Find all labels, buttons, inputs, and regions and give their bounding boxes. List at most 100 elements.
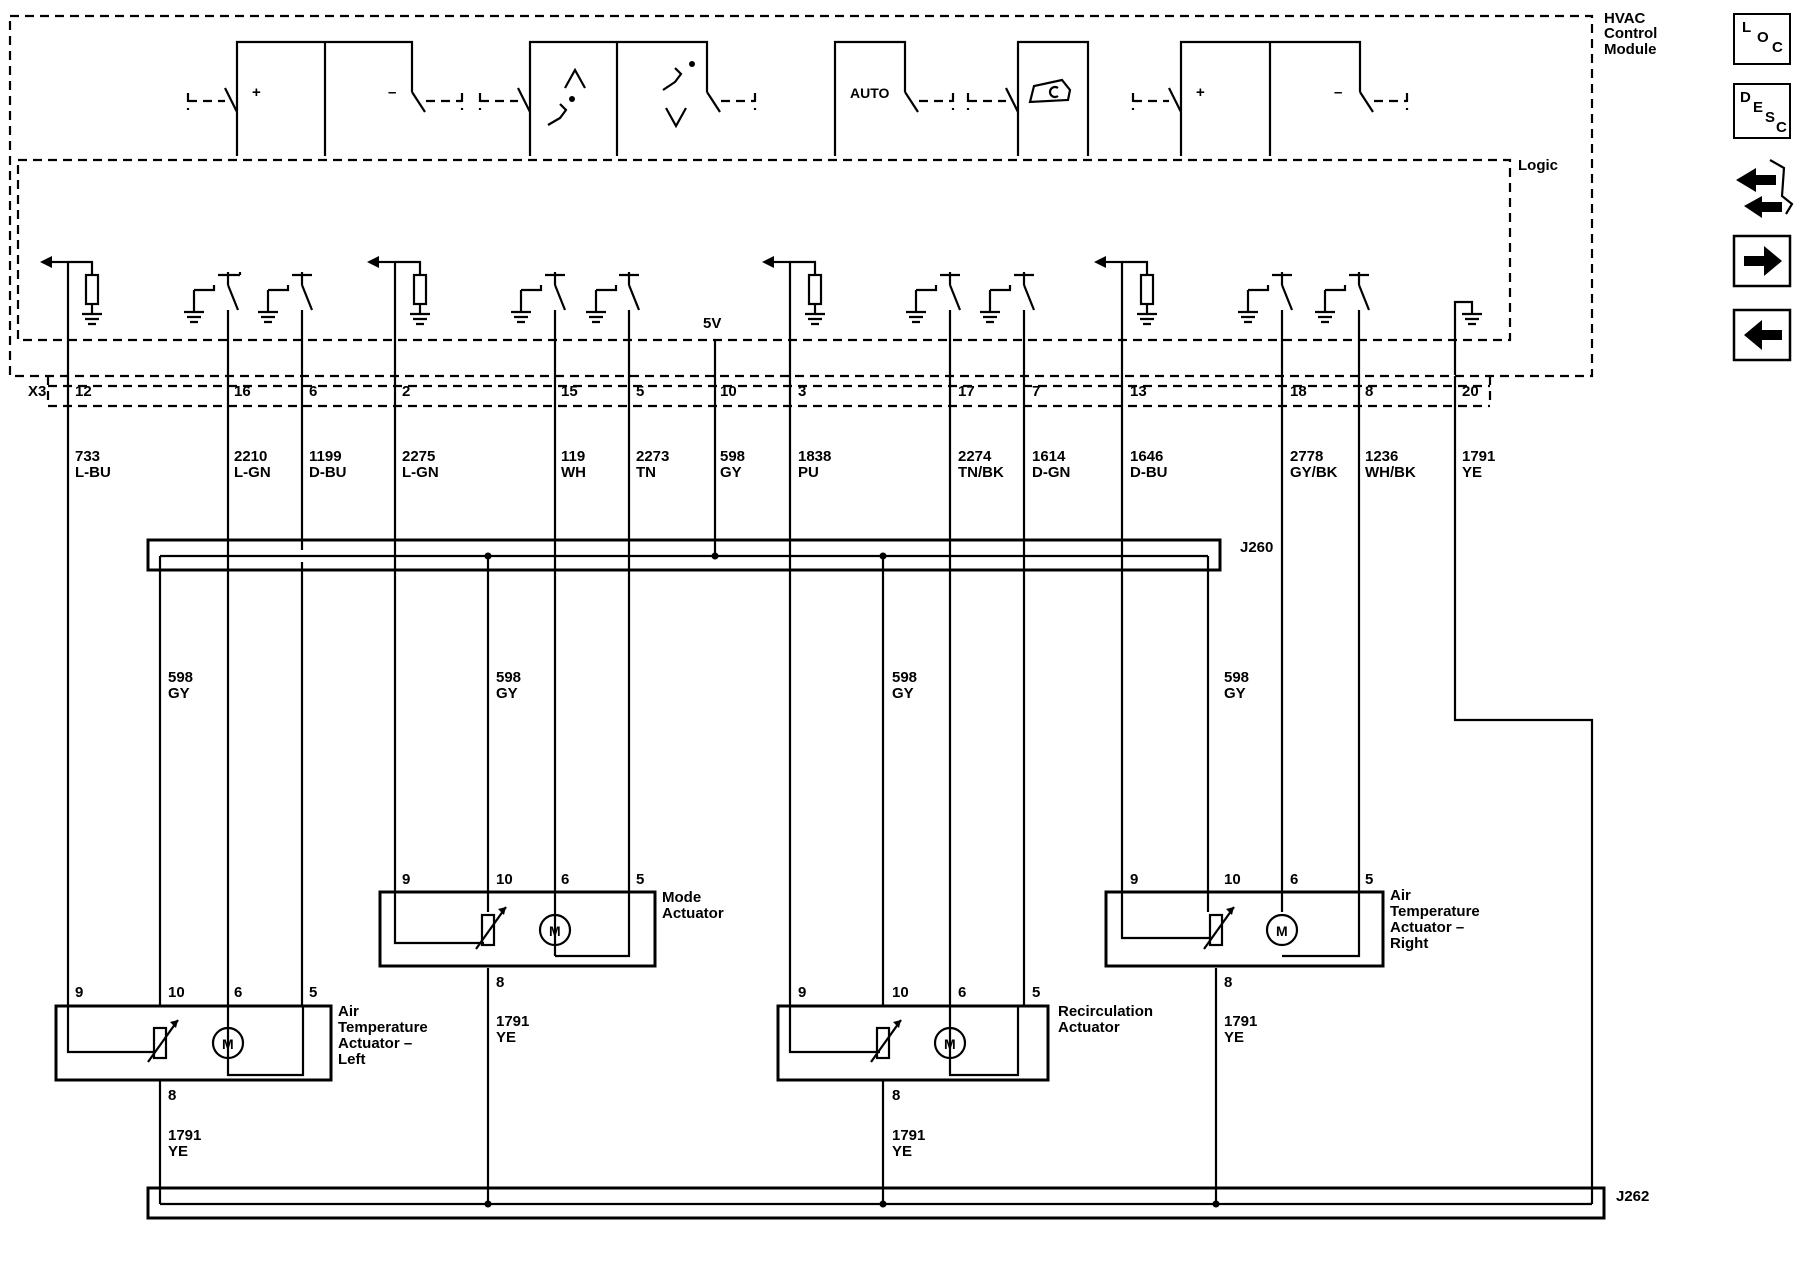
wire-circuit-label: 1236 <box>1365 448 1398 465</box>
actuator-pin-label: 10 <box>1224 871 1241 888</box>
splice-j260: J260 <box>146 538 1273 572</box>
actuator-pin-label: 8 <box>892 1087 900 1104</box>
wire-circuit-label: 1838 <box>798 448 831 465</box>
wire-circuit-label: 2210 <box>234 448 267 465</box>
left-temp-plus-label: + <box>252 84 261 101</box>
loc-letter: O <box>1757 29 1769 46</box>
recirculation-icon <box>1028 78 1072 104</box>
actuator-pin-label: 5 <box>1032 984 1040 1001</box>
actuator-name: Recirculation <box>1058 1003 1153 1020</box>
actuator-pin-label: 9 <box>402 871 410 888</box>
wire-color-label: YE <box>1224 1029 1244 1046</box>
actuator-pin-label: 5 <box>1365 871 1373 888</box>
actuator-name: Actuator – <box>338 1035 412 1052</box>
logic-input-switches <box>184 272 1482 375</box>
pin-label: 8 <box>1365 383 1373 400</box>
wire-color-label: D-BU <box>1130 464 1168 481</box>
ye-wire-labels: 1791 YE 1791 YE 1791 YE 1791 YE <box>168 1013 1257 1160</box>
desc-letter: D <box>1740 89 1751 106</box>
wire-color-label: GY <box>720 464 742 481</box>
pin-label: 15 <box>561 383 578 400</box>
switch-group-mode <box>478 40 757 156</box>
motor-icon <box>211 1026 245 1060</box>
previous-arrow-icon[interactable] <box>1732 308 1792 362</box>
module-title-line3: Module <box>1604 41 1657 58</box>
wire-circuit-label: 598 <box>1224 669 1249 686</box>
auto-button-label: AUTO <box>850 85 890 101</box>
actuator-pin-label: 9 <box>75 984 83 1001</box>
actuator-recirculation: 9 10 6 5 8 M Recirculation Actuator <box>776 984 1153 1104</box>
pin-label: 10 <box>720 383 737 400</box>
mode-down-icon <box>662 61 695 129</box>
actuator-name: Actuator – <box>1390 919 1464 936</box>
motor-label: M <box>222 1036 234 1052</box>
wire-color-label: D-GN <box>1032 464 1070 481</box>
actuator-name: Right <box>1390 935 1428 952</box>
desc-letter: E <box>1753 99 1763 116</box>
actuator-pin-label: 9 <box>798 984 806 1001</box>
motor-label: M <box>549 923 561 939</box>
connector-x3-label: X3 <box>28 383 46 400</box>
actuator-pin-label: 8 <box>496 974 504 991</box>
pin-label: 6 <box>309 383 317 400</box>
pin-label: 7 <box>1032 383 1040 400</box>
motor-label: M <box>944 1036 956 1052</box>
wire-color-label: L-GN <box>234 464 271 481</box>
actuator-pin-label: 10 <box>496 871 513 888</box>
wire-color-label: TN/BK <box>958 464 1004 481</box>
pin-label: 16 <box>234 383 251 400</box>
wire-circuit-label: 2274 <box>958 448 992 465</box>
logic-label: Logic <box>1518 157 1558 174</box>
actuator-air-temp-left: 9 10 6 5 8 M Air Temperature Actuator – … <box>54 984 428 1104</box>
wire-color-label: WH <box>561 464 586 481</box>
pin-label: 18 <box>1290 383 1307 400</box>
connector-x3: X3 <box>28 376 1492 408</box>
wire-color-label: GY <box>496 685 518 702</box>
wire-circuit-label: 598 <box>892 669 917 686</box>
wire-circuit-label: 2778 <box>1290 448 1323 465</box>
wire-color-label: YE <box>496 1029 516 1046</box>
actuator-pin-label: 9 <box>1130 871 1138 888</box>
wire-circuit-label: 1791 <box>1462 448 1495 465</box>
wire-color-label: GY <box>168 685 190 702</box>
potentiometer-icon <box>1208 913 1224 947</box>
pin-label: 3 <box>798 383 806 400</box>
actuator-name: Air <box>338 1003 359 1020</box>
actuator-pin-label: 5 <box>309 984 317 1001</box>
pin-labels: 12 16 6 2 15 5 10 3 17 7 13 18 8 20 <box>75 383 1479 400</box>
next-arrow-icon[interactable] <box>1732 234 1792 288</box>
actuator-pin-label: 8 <box>1224 974 1232 991</box>
actuator-pin-label: 10 <box>892 984 909 1001</box>
pin-label: 17 <box>958 383 975 400</box>
wire-circuit-label: 598 <box>496 669 521 686</box>
wire-color-label: WH/BK <box>1365 464 1416 481</box>
wire-color-label: GY/BK <box>1290 464 1338 481</box>
connector-view-icon[interactable] <box>1736 159 1794 218</box>
actuator-pin-label: 10 <box>168 984 185 1001</box>
mode-up-icon <box>547 67 586 126</box>
wire-circuit-label: 598 <box>720 448 745 465</box>
wire-circuit-label: 1791 <box>892 1127 925 1144</box>
actuator-air-temp-right: 9 10 6 5 8 M Air Temperature Actuator – … <box>1104 871 1480 991</box>
wire-circuit-label: 1646 <box>1130 448 1163 465</box>
wire-circuit-label: 1614 <box>1032 448 1066 465</box>
wire-color-label: TN <box>636 464 656 481</box>
module-title-line2: Control <box>1604 25 1657 42</box>
loc-letter: C <box>1772 39 1783 56</box>
wire-color-label: GY <box>1224 685 1246 702</box>
motor-icon <box>1265 913 1299 947</box>
location-icon[interactable]: L O C <box>1733 13 1791 65</box>
actuator-name: Actuator <box>1058 1019 1120 1036</box>
desc-letter: C <box>1776 119 1787 136</box>
actuator-pin-label: 6 <box>958 984 966 1001</box>
hvac-control-module: HVAC Control Module Logic + – <box>8 10 1657 378</box>
pin-label: 5 <box>636 383 644 400</box>
loc-letter: L <box>1742 19 1751 36</box>
splice-j260-label: J260 <box>1240 539 1273 556</box>
actuator-name: Actuator <box>662 905 724 922</box>
description-icon[interactable]: D E S C <box>1733 83 1791 139</box>
right-temp-minus-label: – <box>1334 84 1342 101</box>
wire-circuit-label: 2275 <box>402 448 435 465</box>
right-temp-plus-label: + <box>1196 84 1205 101</box>
